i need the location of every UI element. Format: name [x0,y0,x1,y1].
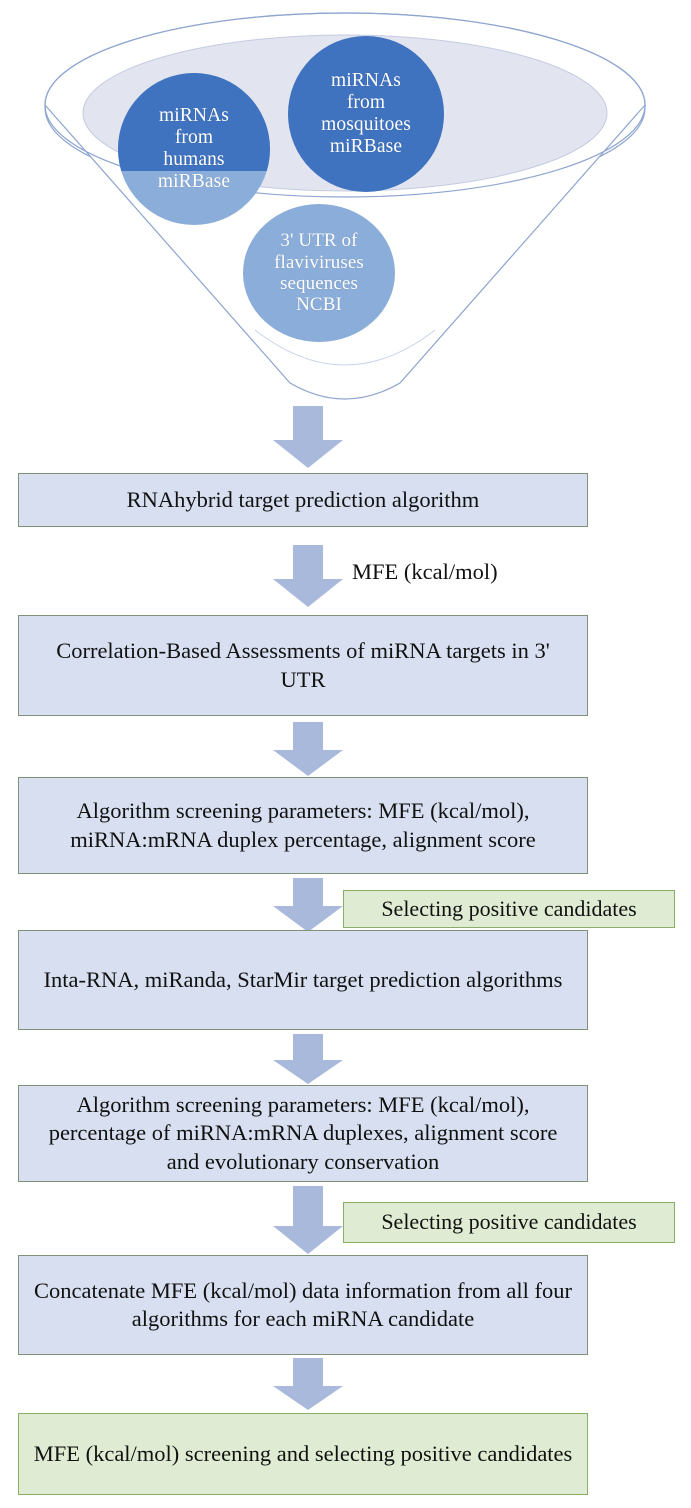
funnel-graphic: miRNAs from humans miRBase miRNAs from m… [0,0,691,420]
bubble-mosquitoes-label: miRNAs from mosquitoes miRBase [321,70,411,157]
node-screening-parameters-2[interactable]: Algorithm screening parameters: MFE (kca… [18,1085,588,1182]
down-arrow-icon-7 [273,1358,343,1410]
node-screening-parameters-1[interactable]: Algorithm screening parameters: MFE (kca… [18,777,588,874]
bubble-humans-top-tone [118,73,270,171]
node-prediction-algorithms[interactable]: Inta-RNA, miRanda, StarMir target predic… [18,930,588,1030]
tag-selecting-positive-candidates-2[interactable]: Selecting positive candidates [343,1202,675,1243]
bubble-utr-line-3: sequences [280,273,358,294]
edge-label-mfe: MFE (kcal/mol) [352,558,498,585]
bubble-utr-line-4: NCBI [296,294,342,316]
bubble-humans-line-2: from [174,127,214,149]
bubble-utr-line-1: 3' UTR of [280,230,358,252]
bubble-humans-line-3: humans [163,149,225,170]
edge-label-mfe-text: MFE (kcal/mol) [352,559,498,584]
down-arrow-icon-3 [273,722,343,776]
bubble-utr-line-2: flaviviruses [274,251,364,273]
bubble-utr-label: 3' UTR of flaviviruses sequences NCBI [274,230,364,315]
node-concatenate-mfe[interactable]: Concatenate MFE (kcal/mol) data informat… [18,1255,588,1355]
down-arrow-icon-4 [273,878,343,932]
node-final-mfe-screening-label: MFE (kcal/mol) screening and selecting p… [33,1440,573,1466]
bubble-mosquitoes-line-4: miRBase [329,135,403,157]
node-final-mfe-screening[interactable]: MFE (kcal/mol) screening and selecting p… [18,1413,588,1495]
bubble-mirnas-humans: miRNAs from humans miRBase [118,73,270,225]
node-correlation[interactable]: Correlation-Based Assessments of miRNA t… [18,615,588,716]
bubble-mosquitoes-line-3: mosquitoes [321,114,411,135]
node-correlation-label: Correlation-Based Assessments of miRNA t… [56,638,550,692]
node-prediction-algorithms-label: Inta-RNA, miRanda, StarMir target predic… [43,966,563,992]
tag-selecting-2-label: Selecting positive candidates [381,1209,637,1235]
bubble-humans-line-4: miRBase [157,170,231,192]
down-arrow-icon-6 [273,1186,343,1254]
down-arrow-icon-5 [273,1034,343,1084]
bubble-mirnas-mosquitoes: miRNAs from mosquitoes miRBase [288,36,444,192]
bubble-mosquitoes-line-1: miRNAs [331,70,401,92]
node-concatenate-mfe-label: Concatenate MFE (kcal/mol) data informat… [34,1277,572,1331]
bubble-humans-label: miRNAs from humans miRBase [158,105,230,192]
bubble-humans-line-1: miRNAs [159,105,229,127]
node-screening-parameters-2-label: Algorithm screening parameters: MFE (kca… [48,1091,558,1174]
node-screening-parameters-1-label: Algorithm screening parameters: MFE (kca… [70,798,536,852]
tag-selecting-positive-candidates-1[interactable]: Selecting positive candidates [343,890,675,928]
bubble-3utr-flaviviruses: 3' UTR of flaviviruses sequences NCBI [243,204,395,342]
node-rnahybrid-label: RNAhybrid target prediction algorithm [126,486,480,512]
tag-selecting-1-label: Selecting positive candidates [381,895,637,921]
node-rnahybrid[interactable]: RNAhybrid target prediction algorithm [18,473,588,527]
bubble-mosquitoes-line-2: from [346,92,386,114]
down-arrow-icon-1 [273,406,343,468]
down-arrow-icon-2 [273,545,343,607]
